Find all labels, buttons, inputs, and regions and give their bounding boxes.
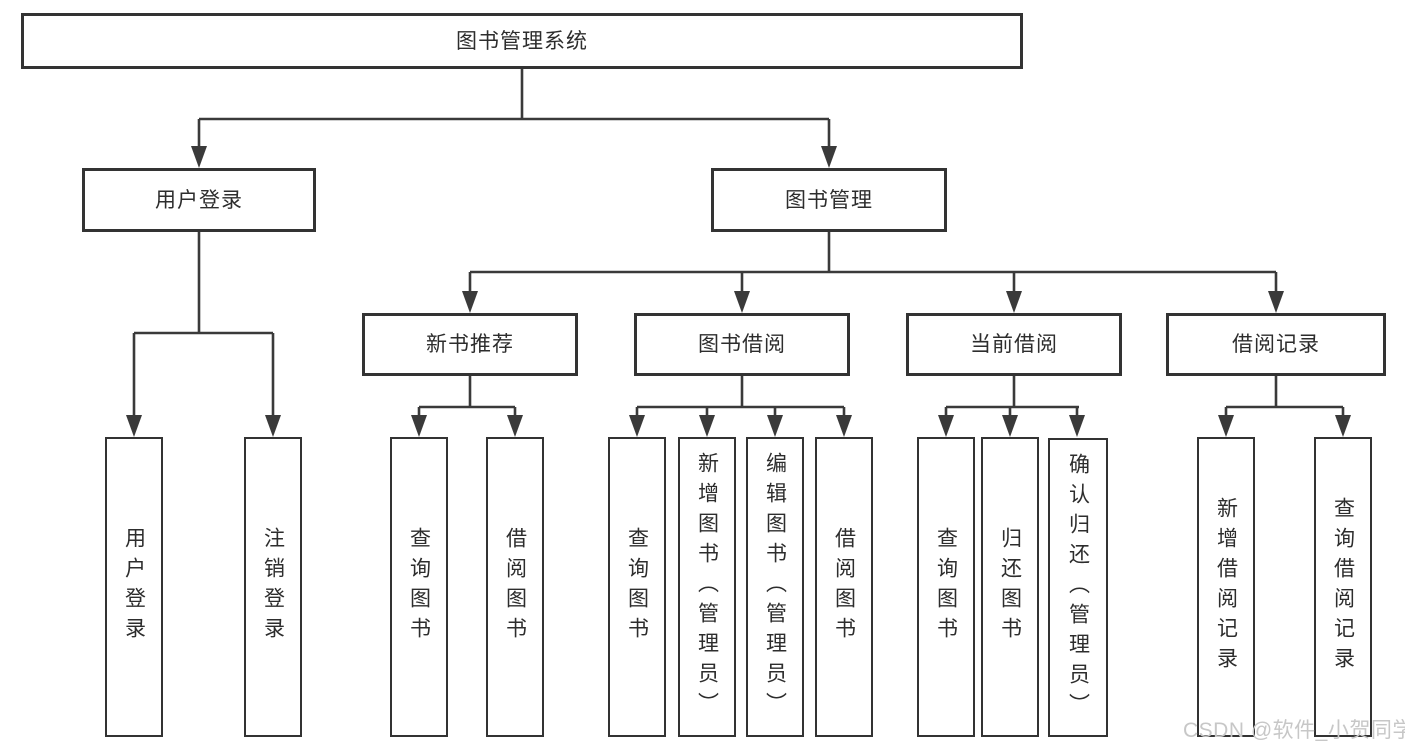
leaf-cb-return-books: 归还图书 (981, 437, 1039, 737)
leaf-bb-edit-book-admin: 编辑图书（管理员） (746, 437, 804, 737)
leaf-user-login: 用户登录 (105, 437, 163, 737)
node-book-borrowing: 图书借阅 (634, 313, 850, 376)
arrow-icon (1268, 291, 1284, 313)
arrow-icon (1006, 291, 1022, 313)
arrow-icon (734, 291, 750, 313)
arrow-icon (767, 415, 783, 437)
arrow-icon (191, 146, 207, 168)
arrow-icon (821, 146, 837, 168)
leaf-bb-query-books: 查询图书 (608, 437, 666, 737)
leaf-bb-add-book-admin: 新增图书（管理员） (678, 437, 736, 737)
node-current-borrowing: 当前借阅 (906, 313, 1122, 376)
connector-current-borrowing-to-children (944, 376, 1079, 417)
leaf-cb-query-books: 查询图书 (917, 437, 975, 737)
watermark: CSDN @软件_小贺同学 (1183, 719, 1405, 742)
connector-new-book-recommendation-to-children (417, 376, 517, 417)
arrow-icon (1069, 415, 1085, 437)
arrow-icon (507, 415, 523, 437)
leaf-br-query-borrow-record: 查询借阅记录 (1314, 437, 1372, 737)
arrow-icon (411, 415, 427, 437)
node-new-book-recommendation: 新书推荐 (362, 313, 578, 376)
arrow-icon (1002, 415, 1018, 437)
node-book-management: 图书管理 (711, 168, 947, 232)
arrow-icon (462, 291, 478, 313)
arrow-icon (836, 415, 852, 437)
arrow-icon (265, 415, 281, 437)
connector-borrowing-records-to-children (1224, 376, 1345, 417)
leaf-bb-borrow-books: 借阅图书 (815, 437, 873, 737)
arrow-icon (629, 415, 645, 437)
arrow-icon (1335, 415, 1351, 437)
arrow-icon (126, 415, 142, 437)
connector-book-borrowing-to-children (635, 376, 846, 417)
node-user-login: 用户登录 (82, 168, 316, 232)
connector-root-to-level2 (197, 69, 831, 147)
leaf-logout-login: 注销登录 (244, 437, 302, 737)
arrow-icon (699, 415, 715, 437)
node-system-root: 图书管理系统 (21, 13, 1023, 69)
leaf-br-add-borrow-record: 新增借阅记录 (1197, 437, 1255, 737)
connector-book-management-to-level3 (468, 232, 1278, 292)
node-borrowing-records: 借阅记录 (1166, 313, 1386, 376)
leaf-nbr-borrow-books: 借阅图书 (486, 437, 544, 737)
arrow-icon (938, 415, 954, 437)
leaf-cb-confirm-return-admin: 确认归还（管理员） (1048, 438, 1108, 737)
connector-user-login-to-children (132, 232, 275, 416)
arrow-icon (1218, 415, 1234, 437)
leaf-nbr-query-books: 查询图书 (390, 437, 448, 737)
